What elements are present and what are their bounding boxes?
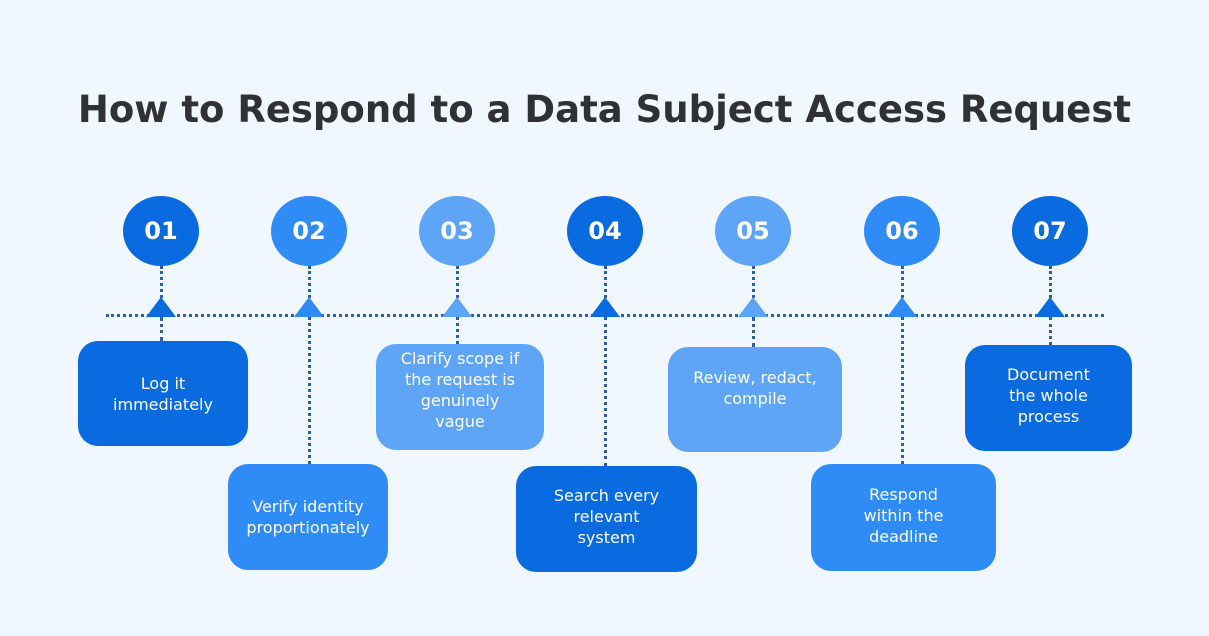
- step-label: Search every relevant system: [554, 485, 659, 548]
- step-05-card: Review, redact, compile: [668, 347, 842, 452]
- step-06-number-badge: 06: [864, 196, 940, 266]
- step-label-line: deadline: [869, 527, 938, 546]
- step-label: Document the whole process: [1007, 364, 1090, 427]
- step-07-card: Document the whole process: [965, 345, 1132, 451]
- page-title: How to Respond to a Data Subject Access …: [77, 88, 1132, 131]
- step-04-triangle-marker-icon: [590, 297, 620, 317]
- step-number: 02: [292, 217, 326, 245]
- step-label-line: process: [1017, 407, 1080, 426]
- step-07-connector-top: [1049, 266, 1052, 315]
- step-label-line: compile: [723, 389, 787, 408]
- step-number: 06: [885, 217, 919, 245]
- step-label-line: Log it: [140, 373, 186, 393]
- step-label: Clarify scope if the request is genuinely v…: [401, 348, 519, 432]
- step-01-triangle-marker-icon: [146, 297, 176, 317]
- step-07-connector-bottom: [1049, 317, 1052, 345]
- step-05-connector-top: [752, 266, 755, 315]
- step-label-line: Search every: [553, 486, 660, 505]
- step-03-connector-bottom: [456, 317, 459, 344]
- step-02-connector-top: [308, 266, 311, 315]
- step-03-number-badge: 03: [419, 196, 495, 266]
- step-05-connector-bottom: [752, 317, 755, 347]
- step-06-triangle-marker-icon: [887, 297, 917, 317]
- step-number: 03: [440, 217, 474, 245]
- step-06-connector-top: [901, 266, 904, 315]
- step-number: 07: [1033, 217, 1067, 245]
- step-04-card: Search every relevant system: [516, 466, 697, 572]
- step-label: Respond within the deadline: [864, 484, 944, 547]
- step-04-connector-top: [604, 266, 607, 315]
- step-02-connector-bottom: [308, 317, 311, 464]
- step-label-line: Verify identity: [252, 497, 364, 516]
- step-04-connector-bottom: [604, 317, 607, 466]
- step-02-number-badge: 02: [271, 196, 347, 266]
- step-label-line: Respond: [869, 485, 938, 504]
- step-05-triangle-marker-icon: [738, 297, 768, 317]
- step-label-line: system: [577, 528, 636, 547]
- step-01-number-badge: 01: [123, 196, 199, 266]
- step-label-line: the request is: [404, 370, 516, 389]
- step-02-triangle-marker-icon: [294, 297, 324, 317]
- step-label: Verify identity proportionately: [246, 496, 369, 538]
- step-label-line: Clarify scope if: [400, 349, 520, 368]
- step-06-connector-bottom: [901, 317, 904, 464]
- step-05-number-badge: 05: [715, 196, 791, 266]
- step-07-number-badge: 07: [1012, 196, 1088, 266]
- step-03-connector-top: [456, 266, 459, 315]
- step-number: 01: [144, 217, 178, 245]
- step-label-line: immediately: [113, 394, 213, 414]
- step-03-card: Clarify scope if the request is genuinely v…: [376, 344, 544, 450]
- step-label-line: the whole: [1009, 386, 1088, 405]
- step-02-card: Verify identity proportionately: [228, 464, 388, 570]
- step-03-triangle-marker-icon: [442, 297, 472, 317]
- step-label-line: Review, redact,: [693, 368, 817, 387]
- step-label-line: Document: [1007, 365, 1090, 384]
- step-label-line: proportionately: [246, 518, 370, 537]
- step-number: 05: [736, 217, 770, 245]
- step-label-line: within the: [863, 506, 944, 525]
- step-07-triangle-marker-icon: [1035, 297, 1065, 317]
- step-01-connector-top: [160, 266, 163, 315]
- step-04-number-badge: 04: [567, 196, 643, 266]
- step-number: 04: [588, 217, 622, 245]
- step-label-line: genuinely: [420, 391, 500, 410]
- step-label: Review, redact, compile: [693, 367, 816, 409]
- step-label-line: relevant: [573, 507, 640, 526]
- step-01-connector-bottom: [160, 317, 163, 341]
- step-label-line: vague: [435, 412, 485, 431]
- step-06-card: Respond within the deadline: [811, 464, 996, 571]
